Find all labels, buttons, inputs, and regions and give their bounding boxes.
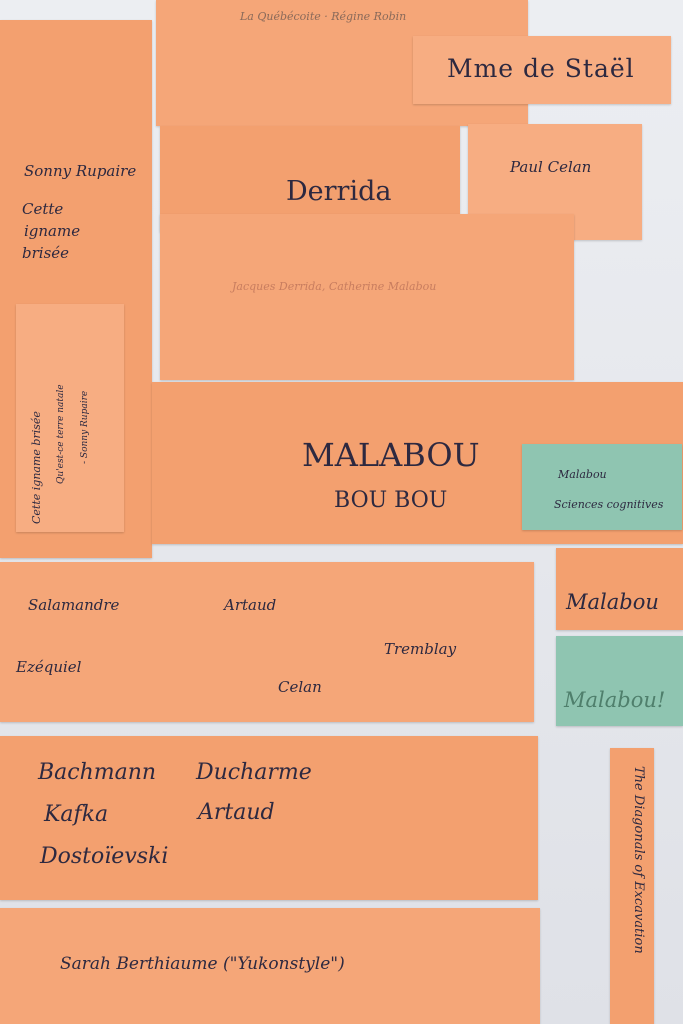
ducharme-note: Ducharme xyxy=(196,760,312,785)
paul-celan-note: Paul Celan xyxy=(510,158,592,176)
malabou-small-sheet: Malabou xyxy=(556,548,683,630)
teal-cognitive-line-2: Sciences cognitives xyxy=(554,498,664,511)
names-sheet: Salamandre Artaud Tremblay Ezéquiel Cela… xyxy=(0,562,534,722)
sarah-sheet: Sarah Berthiaume ("Yukonstyle") xyxy=(0,908,540,1024)
salamandre-note: Salamandre xyxy=(28,596,120,614)
dostoievski-note: Dostoïevski xyxy=(40,844,169,869)
teal-cognitive-sheet: Malabou Sciences cognitives xyxy=(522,444,682,530)
diagonal-strip-note: The Diagonals of Excavation xyxy=(631,766,646,954)
vertical-text-2: Qu'est-ce terre natale xyxy=(56,384,66,484)
boubou-note: BOU BOU xyxy=(334,488,448,513)
vertical-text-1: Cette igname brisée xyxy=(30,411,43,524)
artaud-note-1: Artaud xyxy=(224,596,277,614)
bachmann-note: Bachmann xyxy=(38,760,157,785)
vertical-text-3: - Sonny Rupaire xyxy=(80,390,90,464)
jacques-derrida-sheet: Jacques Derrida, Catherine Malabou xyxy=(160,214,574,380)
sonny-rupaire-line-4: brisée xyxy=(22,244,70,262)
artaud-note-2: Artaud xyxy=(198,800,275,825)
tremblay-note: Tremblay xyxy=(384,640,457,658)
malabou-big-note: MALABOU xyxy=(302,436,480,474)
sonny-rupaire-line-2: Cette xyxy=(22,200,64,218)
vertical-slip: Cette igname brisée Qu'est-ce terre nata… xyxy=(16,304,124,532)
teal-malabou-sheet: Malabou! xyxy=(556,636,683,726)
jacques-derrida-note: Jacques Derrida, Catherine Malabou xyxy=(232,280,437,293)
celan-note: Celan xyxy=(278,678,322,696)
diagonal-strip-sheet: The Diagonals of Excavation xyxy=(610,748,654,1024)
teal-cognitive-line-1: Malabou xyxy=(558,468,607,481)
ezequiel-note: Ezéquiel xyxy=(16,658,82,676)
stael-note: Mme de Staël xyxy=(447,54,635,83)
authors-sheet: Bachmann Ducharme Kafka Artaud Dostoïevs… xyxy=(0,736,538,900)
sarah-note: Sarah Berthiaume ("Yukonstyle") xyxy=(60,954,345,974)
kafka-note: Kafka xyxy=(44,802,109,827)
derrida-note: Derrida xyxy=(286,176,392,207)
malabou-small-note: Malabou xyxy=(566,590,659,614)
sonny-rupaire-line-1: Sonny Rupaire xyxy=(24,162,137,180)
la-quebecoite-note: La Québécoite · Régine Robin xyxy=(240,10,407,23)
teal-malabou-note: Malabou! xyxy=(564,688,666,712)
stael-sheet: Mme de Staël xyxy=(413,36,671,104)
sonny-rupaire-line-3: igname xyxy=(24,222,81,240)
